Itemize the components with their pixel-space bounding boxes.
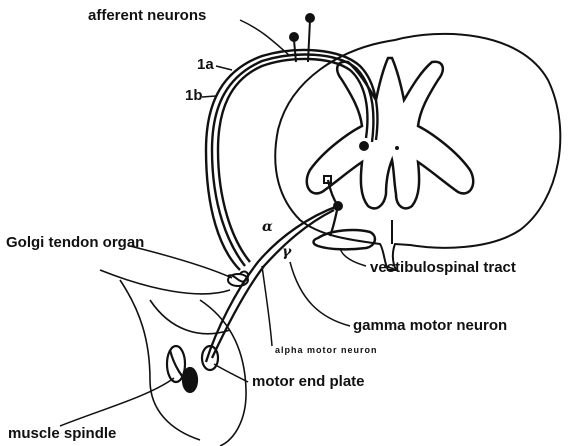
muscle-spindle-leader [60,378,174,426]
spinal-cord-outline [275,34,560,270]
fiber-1a-leader [216,66,232,70]
central-canal [395,146,399,150]
fiber-1b-leader [202,96,216,97]
spinal-cord [275,34,560,270]
gamma-leader [290,262,350,326]
alpha-leader [262,266,272,346]
ganglion-cell-body [290,33,298,41]
golgi-leader [130,246,232,278]
afferent-neuron-fibers [206,50,377,270]
synapse-dorsal [360,142,368,150]
muscle-spindle [167,346,218,392]
gray-matter [307,58,473,208]
ganglion-cell-body [306,14,314,22]
